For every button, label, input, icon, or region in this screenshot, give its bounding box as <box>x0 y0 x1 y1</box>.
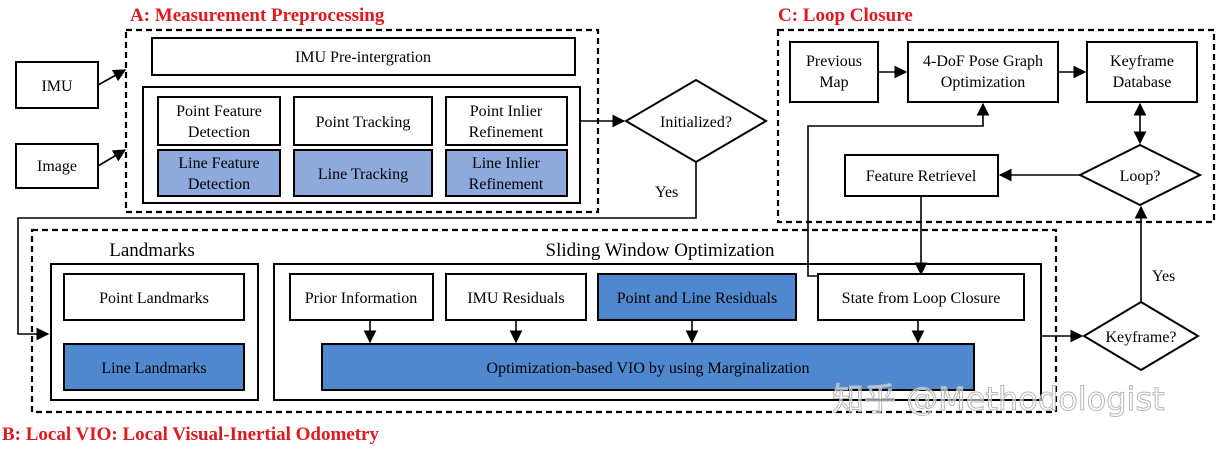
point-inlier-refinement-line1: Point Inlier <box>470 103 543 120</box>
section-c-border <box>776 28 1216 224</box>
yes-initialized-label: Yes <box>655 184 678 201</box>
state-to-pose-graph-arrow <box>807 102 990 277</box>
keyframe-database-box <box>1086 41 1198 103</box>
imu-to-preprocessing-arrow <box>97 69 127 86</box>
point-tracking-label: Point Tracking <box>316 114 411 131</box>
initialized-decision-label: Initialized? <box>660 114 732 131</box>
imu-preintegration-box <box>151 37 576 76</box>
previous-map-line2: Map <box>819 74 848 91</box>
landmarks-group <box>50 263 259 401</box>
section-a-title: A: Measurement Preprocessing <box>130 5 385 26</box>
point-feature-detection-box <box>157 96 281 146</box>
optimization-vio-box <box>321 343 975 391</box>
point-inlier-refinement-box <box>445 96 568 146</box>
state-from-loop-closure-box <box>817 273 1025 321</box>
line-feature-detection-line1: Line Feature <box>178 155 259 172</box>
feature-retrieval-box <box>844 154 999 197</box>
keyframe-database-line1: Keyframe <box>1110 53 1174 70</box>
line-landmarks-label: Line Landmarks <box>101 360 206 377</box>
section-b-border <box>30 228 1058 414</box>
imu-input-box <box>15 61 99 109</box>
prior-information-box <box>289 273 434 321</box>
initialized-decision <box>624 78 768 164</box>
keyframe-database-line2: Database <box>1113 74 1172 91</box>
point-line-residuals-label: Point and Line Residuals <box>617 290 777 307</box>
point-landmarks-box <box>63 273 245 321</box>
point-line-residuals-box <box>597 273 797 321</box>
point-feature-detection-line2: Detection <box>188 124 250 141</box>
point-feature-detection-line1: Point Feature <box>176 103 262 120</box>
imu-residuals-label: IMU Residuals <box>467 290 564 307</box>
line-inlier-refinement-line1: Line Inlier <box>472 155 541 172</box>
line-feature-detection-line2: Detection <box>188 176 250 193</box>
imu-residuals-box <box>445 273 587 321</box>
pose-graph-line1: 4-DoF Pose Graph <box>923 53 1043 70</box>
yes-keyframe-label: Yes <box>1152 268 1175 285</box>
keyframe-decision-label: Keyframe? <box>1105 329 1176 346</box>
line-landmarks-box <box>63 343 245 391</box>
loop-decision <box>1077 143 1203 207</box>
point-inlier-refinement-line2: Refinement <box>469 124 544 141</box>
line-tracking-label: Line Tracking <box>318 166 408 183</box>
image-input-label: Image <box>37 158 77 175</box>
line-tracking-box <box>293 149 433 197</box>
line-inlier-refinement-box <box>445 149 568 197</box>
sliding-window-title: Sliding Window Optimization <box>546 240 775 261</box>
sliding-window-group <box>273 263 1042 401</box>
line-feature-detection-box <box>157 149 281 197</box>
watermark: 知乎 @Methodologist <box>832 380 1165 418</box>
keyframe-decision <box>1082 300 1200 372</box>
feature-processing-group <box>142 86 581 204</box>
imu-input-label: IMU <box>41 78 73 95</box>
previous-map-box <box>789 41 879 103</box>
optimization-vio-label: Optimization-based VIO by using Marginal… <box>487 360 810 377</box>
point-landmarks-label: Point Landmarks <box>99 290 209 307</box>
image-to-preprocessing-arrow <box>97 149 127 167</box>
section-b-title: B: Local VIO: Local Visual-Inertial Odom… <box>2 424 379 445</box>
prior-information-label: Prior Information <box>305 290 417 307</box>
landmarks-title: Landmarks <box>109 240 194 261</box>
feature-retrieval-label: Feature Retrievel <box>866 168 977 185</box>
point-tracking-box <box>293 96 433 146</box>
loop-decision-label: Loop? <box>1120 168 1161 185</box>
initialized-yes-to-vio-arrow <box>17 162 697 341</box>
state-from-loop-closure-label: State from Loop Closure <box>842 290 1001 307</box>
line-inlier-refinement-line2: Refinement <box>469 176 544 193</box>
pose-graph-optimization-box <box>907 41 1059 103</box>
image-input-box <box>15 143 99 189</box>
imu-preintegration-label: IMU Pre-intergration <box>295 49 431 66</box>
pose-graph-line2: Optimization <box>941 74 1025 91</box>
section-c-title: C: Loop Closure <box>778 5 913 26</box>
previous-map-line1: Previous <box>806 53 862 70</box>
